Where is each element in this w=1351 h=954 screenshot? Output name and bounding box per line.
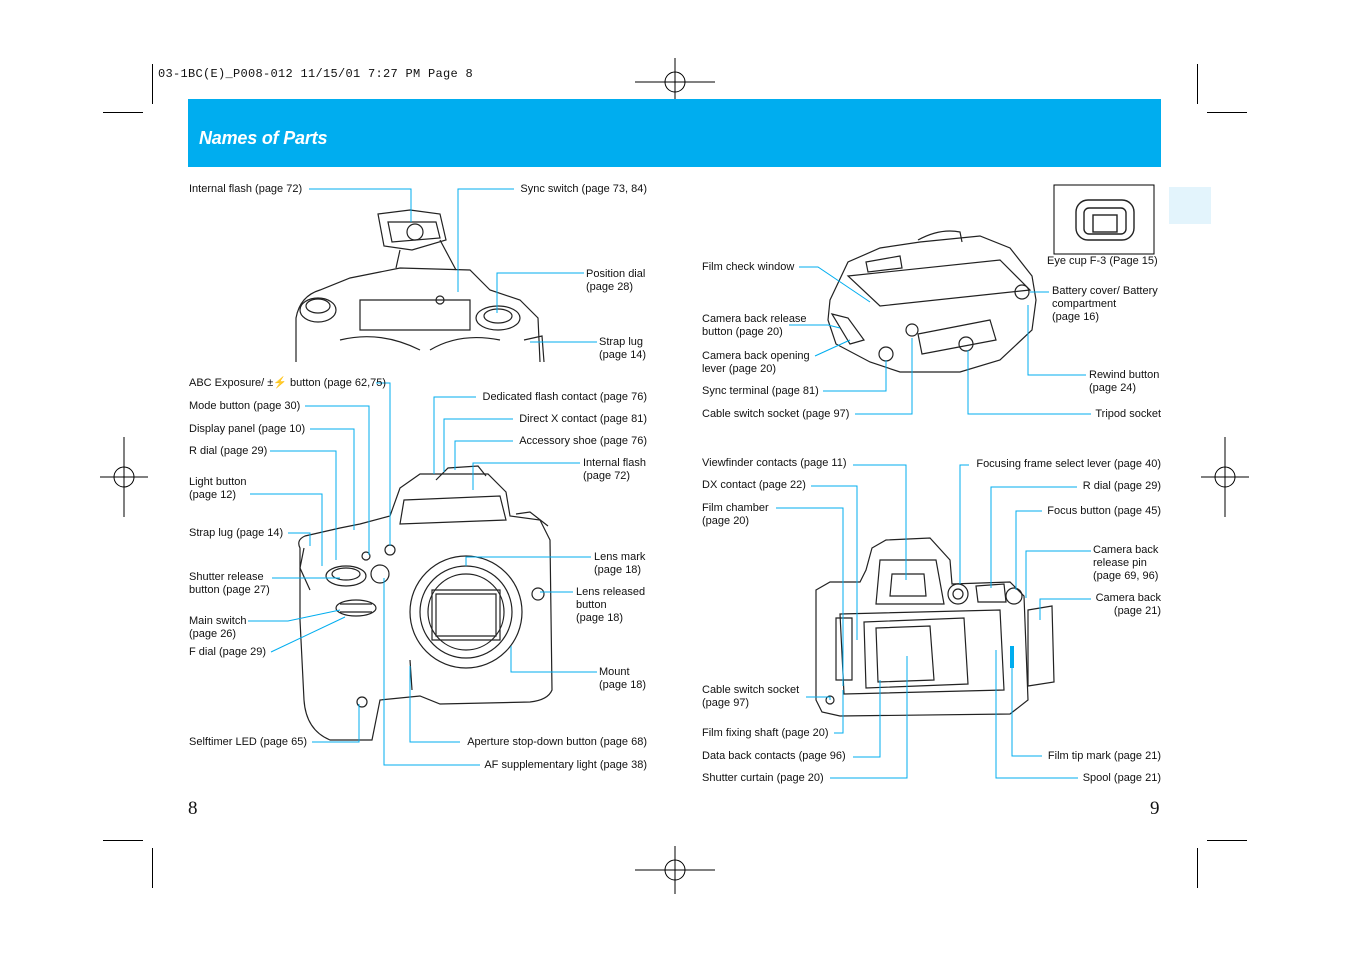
registration-mark-icon: [635, 846, 715, 894]
page-number-right: 9: [1150, 798, 1160, 819]
label-f-dial: F dial (page 29): [189, 646, 267, 658]
registration-mark-icon: [635, 58, 715, 106]
label-shutter-release: Shutter release button (page 27): [189, 571, 270, 596]
label-camera-back: Camera back (page 21): [1095, 592, 1161, 617]
label-internal-flash-front: Internal flash (page 72): [583, 457, 646, 482]
label-rewind-button: Rewind button (page 24): [1089, 369, 1160, 394]
crop-mark: [103, 112, 143, 113]
label-direct-x-contact: Direct X contact (page 81): [519, 413, 647, 425]
label-light-button: Light button (page 12): [189, 476, 247, 501]
label-strap-lug-top: Strap lug (page 14): [599, 336, 647, 361]
camera-top-illustration: [295, 209, 545, 363]
label-film-chamber: Film chamber (page 20): [702, 502, 769, 527]
crop-mark: [1197, 64, 1198, 104]
crop-mark: [1207, 840, 1247, 841]
registration-mark-icon: [1201, 437, 1249, 517]
label-focus-button: Focus button (page 45): [1047, 505, 1161, 517]
eye-cup-icon: [1075, 199, 1135, 241]
page-title: Names of Parts: [199, 128, 328, 148]
label-selftimer-led: Selftimer LED (page 65): [189, 736, 307, 748]
label-film-fixing-shaft: Film fixing shaft (page 20): [702, 727, 829, 739]
side-tab: [1169, 187, 1211, 224]
label-spool: Spool (page 21): [1082, 772, 1161, 784]
print-slug: 03-1BC(E)_P008-012 11/15/01 7:27 PM Page…: [158, 67, 474, 81]
film-tip-mark: [1010, 646, 1014, 668]
label-eye-cup: Eye cup F-3 (Page 15): [1047, 255, 1158, 267]
registration-mark-icon: [100, 437, 148, 517]
label-lens-mark: Lens mark (page 18): [594, 551, 646, 576]
label-strap-lug-front: Strap lug (page 14): [189, 527, 284, 539]
label-cable-switch-socket-top: Cable switch socket (page 97): [702, 408, 850, 420]
label-cable-switch-socket-back: Cable switch socket (page 97): [702, 684, 800, 709]
camera-bottom-illustration: [827, 230, 1037, 373]
label-accessory-shoe: Accessory shoe (page 76): [519, 435, 647, 447]
label-r-dial-back: R dial (page 29): [1082, 480, 1161, 492]
label-dx-contact: DX contact (page 22): [702, 479, 806, 491]
crop-mark: [152, 64, 153, 104]
label-sync-terminal: Sync terminal (page 81): [702, 385, 819, 397]
eye-cup-frame: [1053, 184, 1155, 255]
label-back-release-pin: Camera back release pin (page 69, 96): [1093, 544, 1159, 582]
label-data-back-contacts: Data back contacts (page 96): [702, 750, 846, 762]
crop-mark: [152, 848, 153, 888]
label-abc-exposure: ABC Exposure/ ±⚡ button (page 62,75): [189, 377, 387, 389]
label-sync-switch: Sync switch (page 73, 84): [520, 183, 647, 195]
crop-mark: [1207, 112, 1247, 113]
label-back-release-button: Camera back release button (page 20): [702, 313, 807, 338]
camera-front-illustration: [298, 465, 553, 741]
label-dedicated-flash-contact: Dedicated flash contact (page 76): [482, 391, 648, 403]
label-mount: Mount (page 18): [599, 666, 647, 691]
label-focusing-frame-lever: Focusing frame select lever (page 40): [976, 458, 1161, 470]
label-display-panel: Display panel (page 10): [189, 423, 306, 435]
label-position-dial: Position dial (page 28): [586, 268, 646, 293]
page-number-left: 8: [188, 798, 198, 819]
label-back-opening-lever: Camera back opening lever (page 20): [702, 350, 810, 375]
label-aperture-stop-down: Aperture stop-down button (page 68): [467, 736, 647, 748]
label-shutter-curtain: Shutter curtain (page 20): [702, 772, 824, 784]
label-tripod-socket: Tripod socket: [1095, 408, 1161, 420]
crop-mark: [103, 840, 143, 841]
label-film-tip-mark: Film tip mark (page 21): [1047, 750, 1161, 762]
label-viewfinder-contacts: Viewfinder contacts (page 11): [702, 457, 847, 469]
label-lens-released: Lens released button (page 18): [576, 586, 646, 624]
label-internal-flash-top: Internal flash (page 72): [189, 183, 303, 195]
label-main-switch: Main switch (page 26): [189, 615, 247, 640]
title-banner: Names of Parts: [188, 99, 1161, 167]
label-film-check-window: Film check window: [702, 261, 795, 273]
label-mode-button: Mode button (page 30): [189, 400, 301, 412]
label-af-light: AF supplementary light (page 38): [484, 759, 647, 771]
label-r-dial-front: R dial (page 29): [189, 445, 268, 457]
camera-back-illustration: [815, 537, 1055, 717]
label-battery-cover: Battery cover/ Battery compartment (page…: [1052, 285, 1158, 323]
crop-mark: [1197, 848, 1198, 888]
